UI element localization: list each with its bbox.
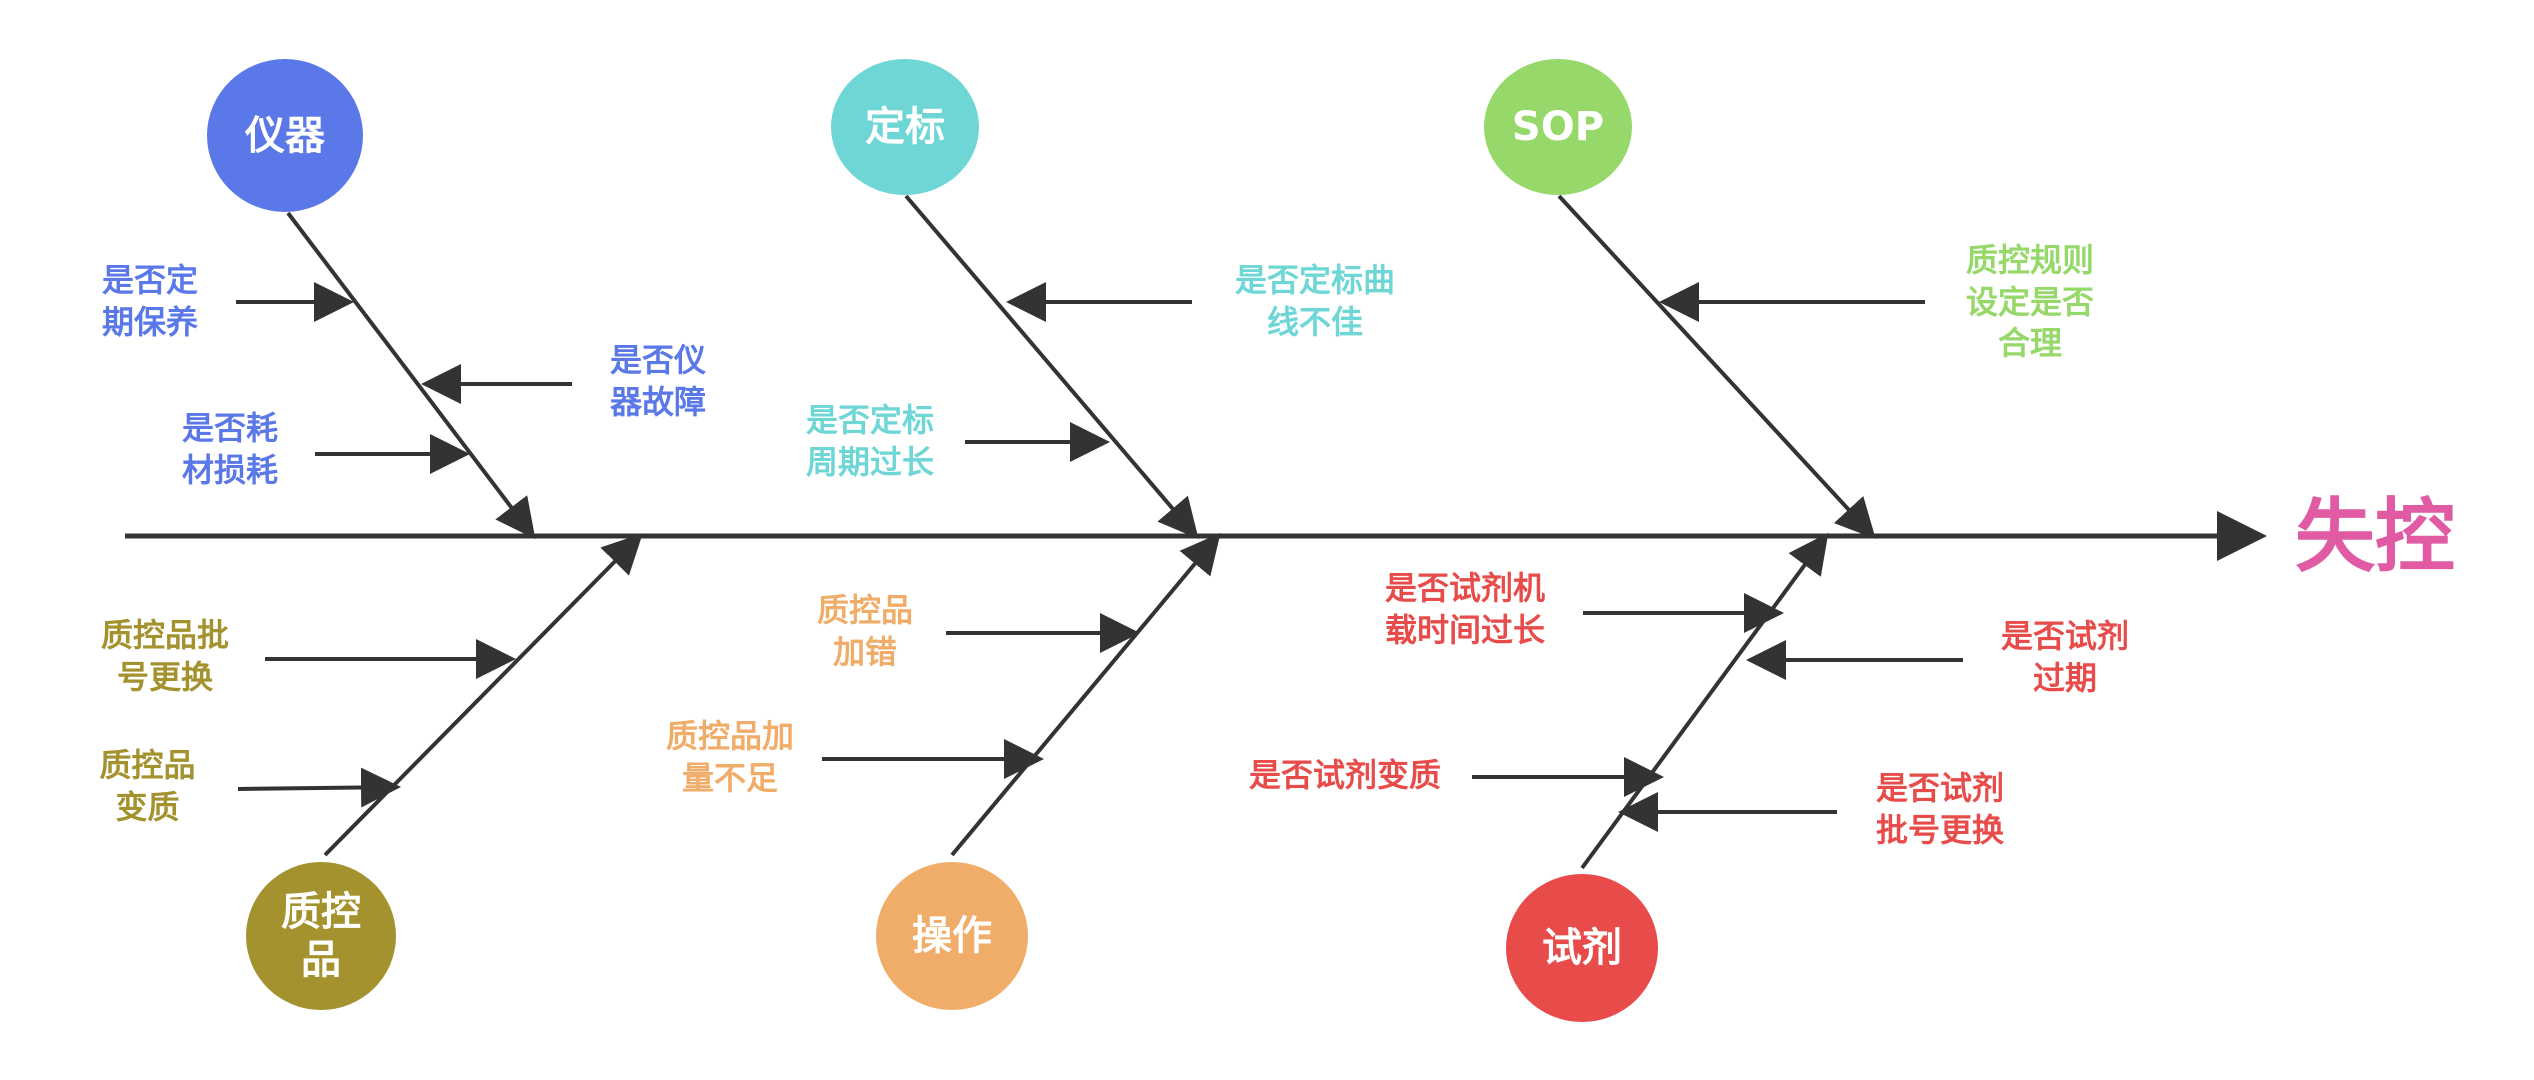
effect-label: 失控 <box>2295 490 2455 583</box>
category-instrument: 仪器 <box>207 59 363 212</box>
cause-label-curve: 是否定标曲 线不佳 <box>1234 261 1395 341</box>
cause-label-expired: 是否试剂 过期 <box>2000 617 2129 697</box>
category-instrument-label: 仪器 <box>245 112 325 159</box>
cause-label-reagent-deteriorated: 是否试剂变质 <box>1248 756 1441 794</box>
bone-instrument <box>286 211 536 540</box>
cause-label-insufficient: 质控品加 量不足 <box>665 717 794 797</box>
bone-reagent <box>1580 532 1829 870</box>
category-qc-material: 质控 品 <box>246 862 396 1010</box>
cause-label-reagent-lot: 是否试剂 批号更换 <box>1875 769 2004 849</box>
category-reagent-label: 试剂 <box>1542 925 1622 971</box>
bone-qc-material <box>323 533 643 857</box>
bone-operation <box>950 532 1221 857</box>
cause-label-lot-change: 质控品批 号更换 <box>100 616 229 696</box>
cause-label-qc-rule: 质控规则 设定是否 合理 <box>1965 241 2094 363</box>
category-qc-material-label: 质控 品 <box>281 889 361 983</box>
cause-label-maintenance: 是否定 期保养 <box>101 261 198 341</box>
cause-label-consumables: 是否耗 材损耗 <box>181 409 278 489</box>
category-calibration-label: 定标 <box>865 104 945 150</box>
cause-label-cycle: 是否定标 周期过长 <box>805 401 934 481</box>
category-reagent: 试剂 <box>1506 874 1658 1022</box>
bone-sop <box>1557 194 1876 539</box>
bone-calibration <box>904 194 1199 540</box>
category-sop-label: SOP <box>1511 104 1605 150</box>
cause-arrow-deteriorated <box>237 767 401 808</box>
category-operation-label: 操作 <box>912 913 992 959</box>
cause-label-instrument-fault: 是否仪 器故障 <box>609 341 706 421</box>
category-sop: SOP <box>1484 59 1632 195</box>
category-calibration: 定标 <box>831 59 979 195</box>
category-operation: 操作 <box>876 862 1028 1010</box>
cause-label-onboard-time: 是否试剂机 载时间过长 <box>1384 569 1545 649</box>
cause-label-wrong-qc: 质控品 加错 <box>816 591 913 671</box>
cause-label-deteriorated: 质控品 变质 <box>99 746 196 826</box>
